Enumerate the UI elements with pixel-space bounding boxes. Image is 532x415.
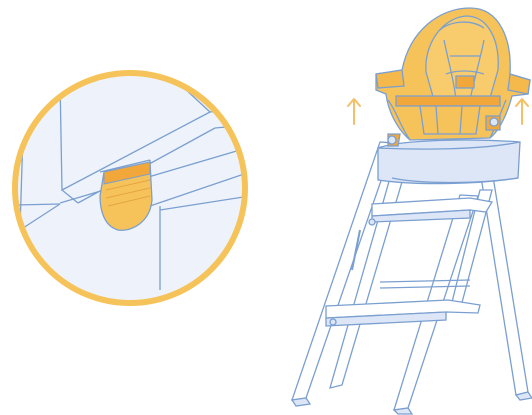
seat-insert	[376, 8, 530, 146]
backrest-tray	[378, 140, 520, 184]
up-arrow-left-icon	[348, 99, 360, 124]
up-arrow-right-icon	[516, 99, 528, 124]
magnified-detail-callout	[14, 73, 250, 303]
clip-tab-detail	[100, 162, 152, 230]
